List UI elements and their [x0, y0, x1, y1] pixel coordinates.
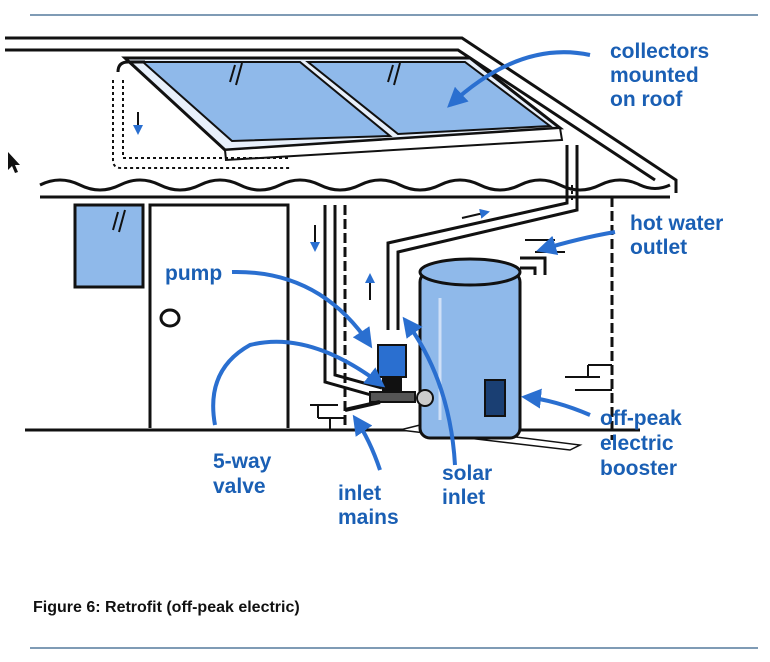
roof — [5, 36, 678, 199]
collector-panels — [121, 56, 565, 162]
five-way-valve — [344, 389, 434, 412]
collector-return-pipe — [112, 80, 290, 169]
label-arrows — [211, 50, 616, 471]
pipes — [323, 145, 579, 400]
label-collectors: collectors mounted on roof — [610, 40, 715, 111]
collector-panel-right — [305, 61, 553, 136]
house-walls — [25, 197, 640, 440]
label-solar-inlet: solar inlet — [442, 462, 498, 509]
label-valve: 5-way valve — [213, 450, 277, 498]
collector-panel-left — [140, 61, 393, 143]
flow-arrows — [310, 208, 490, 300]
door — [148, 203, 290, 428]
label-inlet-mains: inlet mains — [338, 482, 399, 529]
label-pump: pump — [165, 262, 222, 285]
booster-element — [484, 379, 506, 417]
cursor-icon — [8, 152, 20, 173]
label-hot-water-outlet: hot water outlet — [630, 212, 729, 259]
pump — [377, 344, 407, 391]
label-booster: off-peak electric booster — [600, 407, 688, 480]
figure-caption: Figure 6: Retrofit (off-peak electric) — [33, 599, 300, 616]
window — [73, 203, 145, 289]
